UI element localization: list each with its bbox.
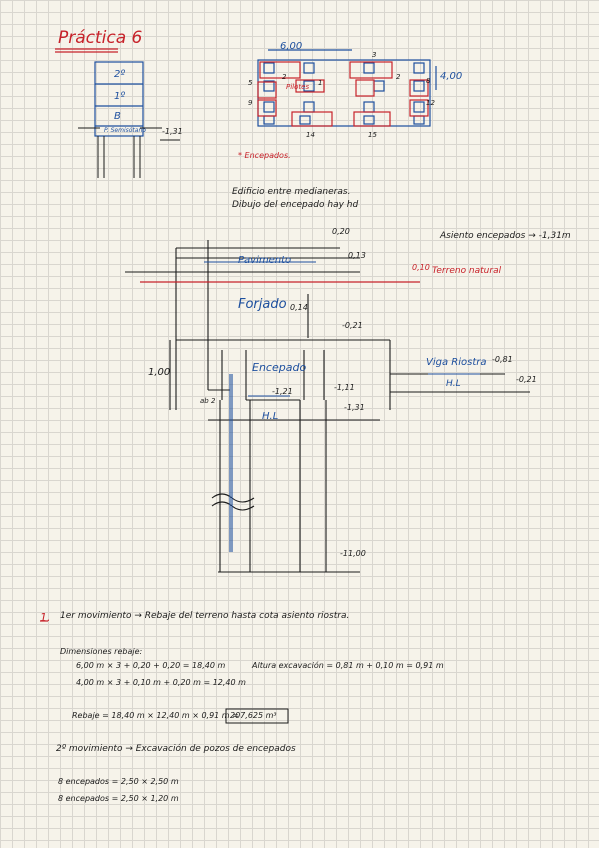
title-underline (55, 48, 118, 53)
plan-callout: 8 (426, 77, 431, 85)
level-020: 0,20 (332, 227, 350, 236)
level-1100: -11,00 (340, 549, 366, 558)
floor-1-label: 1º (114, 91, 126, 102)
pavimento-label: Pavimento (238, 255, 292, 266)
encepados-line-2: 8 encepados = 2,50 × 1,20 m (58, 794, 179, 803)
section-blue-lines (204, 261, 480, 552)
encepados-line-1: 8 encepados = 2,50 × 2,50 m (58, 777, 179, 786)
level-013: 0,13 (348, 251, 366, 260)
viga-riostra-label: Viga Riostra (426, 357, 487, 368)
plan-callout: 1 (318, 79, 323, 87)
encepado-label: Encepado (252, 361, 307, 374)
plan-callout: 2 (282, 73, 287, 81)
level-111: -1,11 (334, 383, 355, 392)
plan-callout: 2 (396, 73, 401, 81)
step2-text: 2º movimiento → Excavación de pozos de e… (56, 744, 296, 754)
hl-label-riostra: H.L (446, 379, 461, 389)
level-010: 0,10 (412, 263, 430, 272)
calc-line-1: 6,00 m × 3 + 0,20 + 0,20 = 18,40 m (76, 661, 226, 670)
calc-line-2: 4,00 m × 3 + 0,10 m + 0,20 m = 12,40 m (76, 678, 246, 687)
rebaje-equation: Rebaje = 18,40 m × 12,40 m × 0,91 m = (72, 711, 239, 720)
elevation-ground (78, 127, 180, 178)
section-drawing (125, 240, 530, 573)
step1-number: 1. (40, 611, 51, 624)
terreno-label: Terreno natural (432, 266, 502, 276)
dim-014: 0,14 (290, 303, 308, 312)
plan-callout: 14 (306, 131, 315, 139)
plan-dim-side: 4,00 (440, 71, 463, 82)
asiento-label: Asiento encepados → -1,31m (440, 231, 571, 241)
edificio-line-2: Dibujo del encepado hay hd (232, 200, 359, 210)
hl-label-encepado: H.L (262, 411, 279, 422)
forjado-label: Forjado (238, 297, 287, 312)
level-131: -1,31 (344, 403, 365, 412)
floor-2-label: 2º (114, 69, 126, 80)
plan-callout: 15 (368, 131, 377, 139)
page-title: Práctica 6 (58, 28, 143, 48)
step1-text: 1er movimiento → Rebaje del terreno hast… (60, 611, 350, 621)
plan-dim-top: 6,00 (280, 41, 303, 52)
ground-floor-note: P. Semisótano (104, 127, 146, 134)
plan-pile-label: Pilotes (286, 83, 310, 91)
dim-100: 1,00 (148, 367, 171, 378)
level-121: -1,21 (272, 387, 293, 396)
pile-break-marks (211, 493, 255, 511)
level-021-riostra: -0,21 (516, 375, 537, 384)
altura-text: Altura excavación = 0,81 m + 0,10 m = 0,… (252, 661, 444, 670)
level-081: -0,81 (492, 355, 513, 364)
note-encepados: * Encepados. (238, 151, 291, 160)
rebaje-result: 207,625 m³ (230, 711, 277, 720)
plan-encepados (257, 61, 429, 127)
elevation-level: -1,31 (162, 127, 183, 136)
edificio-line-1: Edificio entre medianeras. (232, 187, 351, 197)
plan-callout: 3 (372, 51, 377, 59)
plan-callout: 5 (248, 79, 253, 87)
level-021-forjado: -0,21 (342, 321, 363, 330)
plan-callout: 12 (426, 99, 435, 107)
elevation-sketch (94, 61, 144, 137)
plan-callout: 9 (248, 99, 253, 107)
rebaje-result-box (225, 708, 289, 724)
dim-heading: Dimensiones rebaje: (60, 647, 143, 656)
ab-note: ab 2 (200, 397, 216, 405)
ground-floor-label: B (114, 111, 121, 122)
